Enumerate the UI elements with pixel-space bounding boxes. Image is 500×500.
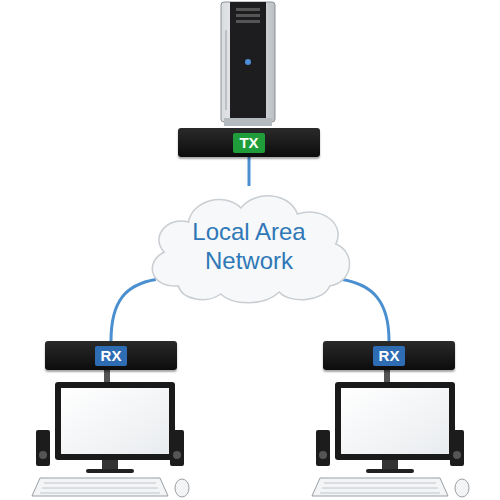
receiver-box: RX (323, 341, 455, 370)
workstation-left (32, 370, 189, 497)
transmitter-box: TX (178, 128, 320, 157)
cloud-outline (138, 186, 360, 306)
network-cable (248, 157, 251, 186)
network-cable (111, 280, 156, 341)
device-label: TX (233, 133, 264, 153)
workstation-right (312, 370, 469, 497)
device-label: RX (95, 346, 128, 366)
tower-pc (221, 2, 275, 126)
device-label: RX (373, 346, 406, 366)
network-label: Local Area Network (173, 217, 325, 275)
network-cable (342, 280, 389, 341)
network-cloud: Local Area Network (138, 186, 360, 306)
receiver-box: RX (45, 341, 177, 370)
